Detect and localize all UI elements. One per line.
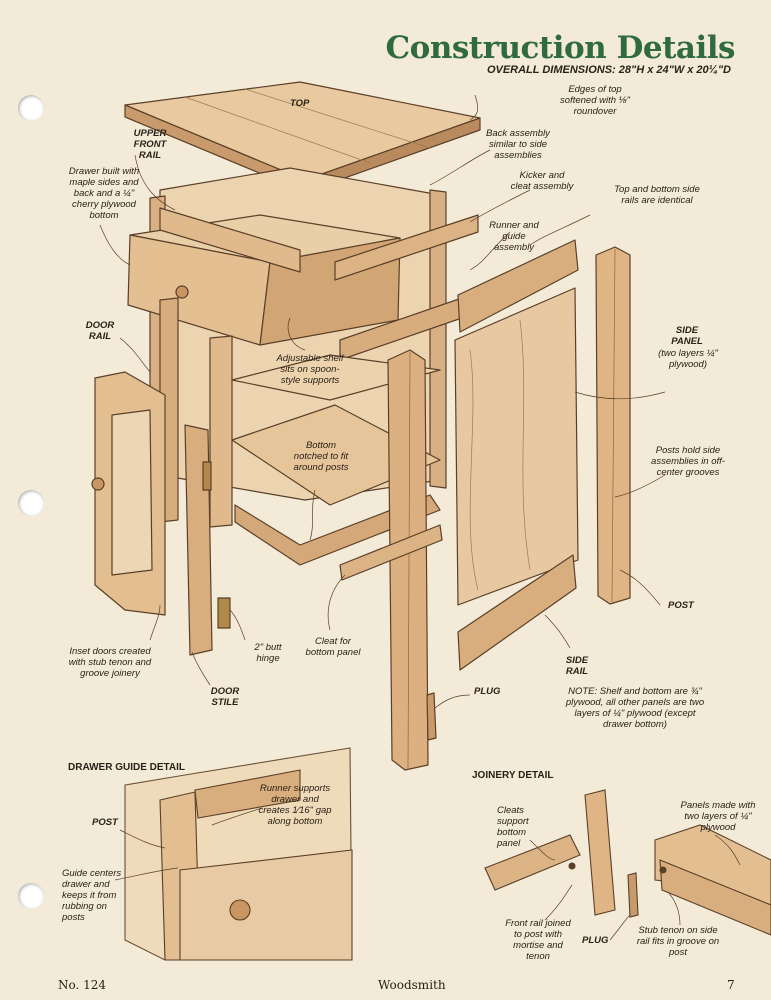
page-title: Construction Details [385,30,735,66]
label-panels-made: Panels made with two layers of ¼" plywoo… [680,800,756,833]
label-door-rail: DOOR RAIL [85,320,115,342]
label-adjustable-shelf: Adjustable shelf sits on spoon-style sup… [276,353,344,386]
issue-number: No. 124 [58,978,107,992]
label-detail-post: POST [92,817,118,828]
page-number: 7 [727,978,735,992]
binder-hole [18,95,44,121]
label-side-rail: SIDE RAIL [565,655,589,677]
label-inset-doors: Inset doors created with stub tenon and … [68,646,152,679]
drawer-knob-shape [175,285,189,299]
label-stub-tenon: Stub tenon on side rail fits in groove o… [636,925,720,958]
joinery-detail-heading: JOINERY DETAIL [472,770,554,781]
label-back-assembly: Back assembly similar to side assemblies [486,128,550,161]
door-knob-shape [91,477,105,491]
label-runner-guide: Runner and guide assembly [489,220,539,253]
label-side-panel: SIDE PANEL [671,325,703,347]
label-kicker: Kicker and cleat assembly [510,170,574,192]
label-note: NOTE: Shelf and bottom are ¾" plywood, a… [565,686,705,730]
label-drawer-built: Drawer built with maple sides and back a… [68,166,140,221]
drawer-guide-detail-heading: DRAWER GUIDE DETAIL [68,762,186,773]
label-plug: PLUG [474,686,501,697]
label-butt-hinge: 2" butt hinge [254,642,282,664]
label-door-stile: DOOR STILE [210,686,240,708]
label-front-rail: Front rail joined to post with mortise a… [505,918,571,962]
label-side-panel-note: (two layers ¼" plywood) [658,348,718,370]
label-cleats-support: Cleats support bottom panel [497,805,529,849]
label-top-bottom-rails: Top and bottom side rails are identical [614,184,700,206]
label-runner-supports: Runner supports drawer and creates 1⁄16"… [258,783,332,827]
magazine-name: Woodsmith [378,978,446,992]
label-guide-centers: Guide centers drawer and keeps it from r… [62,868,122,923]
label-cleat: Cleat for bottom panel [305,636,361,658]
label-joinery-plug: PLUG [582,935,609,946]
overall-dimensions: OVERALL DIMENSIONS: 28"H x 24"W x 20¼"D [486,64,731,76]
label-upper-front-rail: UPPER FRONT RAIL [133,128,167,161]
label-bottom-notched: Bottom notched to fit around posts [293,440,349,473]
label-post: POST [668,600,694,611]
label-edges: Edges of top softened with ⅛" roundover [560,84,630,117]
binder-hole [18,883,44,909]
label-posts-hold: Posts hold side assemblies in off-center… [651,445,725,478]
binder-hole [18,490,44,516]
label-top: TOP [290,98,310,109]
